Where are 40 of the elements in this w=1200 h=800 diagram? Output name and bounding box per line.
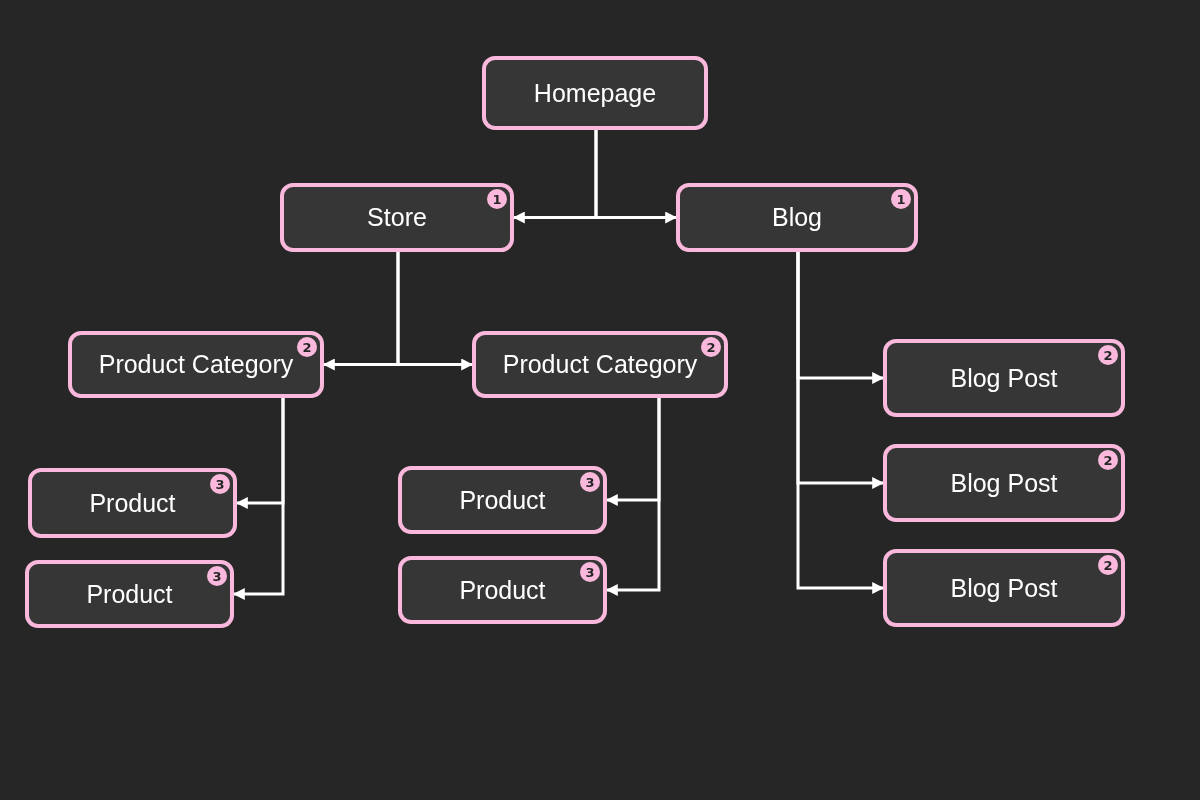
page-box	[398, 556, 607, 624]
page-label: Store	[367, 203, 427, 232]
page-box	[676, 183, 918, 252]
level-badge: 2	[1098, 555, 1118, 575]
page-label: Blog Post	[950, 573, 1058, 603]
page-label: Product	[86, 579, 173, 609]
level-badge: 3	[580, 562, 600, 582]
arrow	[594, 130, 678, 224]
page-box	[398, 466, 607, 534]
page-box	[883, 549, 1125, 627]
page-label: Product	[89, 488, 176, 518]
page-box	[482, 56, 708, 130]
level-badge: 3	[580, 472, 600, 492]
level-badge: 2	[1098, 450, 1118, 470]
arrow	[232, 398, 285, 600]
page-box	[68, 331, 324, 398]
level-badge: 3	[210, 474, 230, 494]
arrow	[796, 252, 885, 594]
page-box	[280, 183, 514, 252]
level-badge: 1	[891, 189, 911, 209]
page-label: Blog	[771, 203, 822, 232]
level-badge: 2	[1098, 345, 1118, 365]
page-label: Product Category	[98, 350, 294, 379]
page-box	[28, 468, 237, 538]
level-badge: 2	[701, 337, 721, 357]
page-label: Product	[459, 575, 546, 605]
page-box	[25, 560, 234, 628]
page-box	[472, 331, 728, 398]
level-badge: 3	[207, 566, 227, 586]
arrow	[396, 252, 474, 371]
page-label: Product Category	[502, 350, 698, 379]
page-box	[883, 339, 1125, 417]
page-label: Blog Post	[950, 468, 1058, 498]
page-box	[883, 444, 1125, 522]
level-badge: 1	[487, 189, 507, 209]
level-badge: 2	[297, 337, 317, 357]
page-label: Homepage	[533, 78, 657, 108]
arrow	[605, 398, 661, 596]
page-label: Product	[459, 485, 546, 515]
page-label: Blog Post	[950, 363, 1058, 393]
